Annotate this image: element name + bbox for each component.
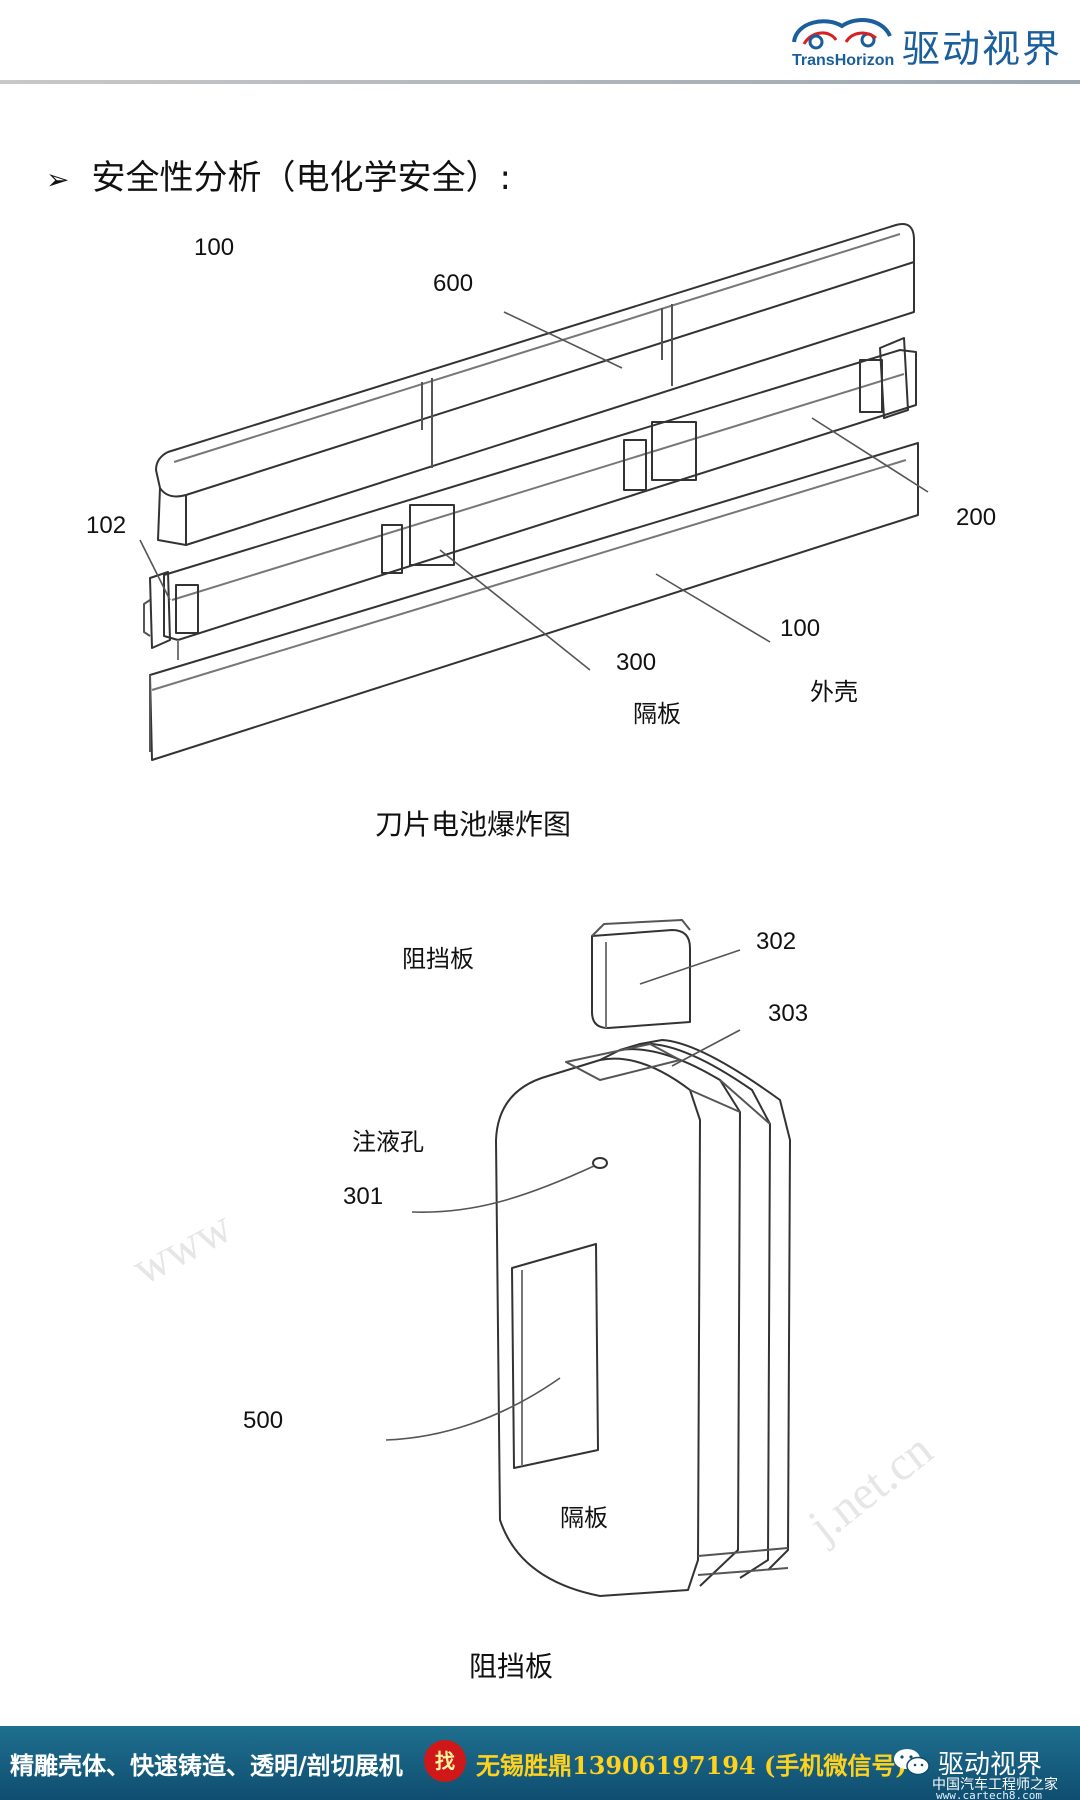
label-102: 102 (86, 512, 127, 539)
bottom-shell-100 (149, 442, 919, 761)
section-heading-text: 安全性分析（电化学安全）: (91, 158, 511, 198)
section-heading: ➢ 安全性分析（电化学安全）: (46, 150, 511, 198)
figure2-caption: 阻挡板 (469, 1650, 554, 1683)
label-shell: 外壳 (810, 679, 858, 706)
label-600: 600 (433, 270, 474, 297)
footer-banner[interactable]: 精雕壳体、快速铸造、透明/剖切展机 找 无锡胜鼎13906197194 (手机微… (0, 1726, 1080, 1800)
label-302: 302 (756, 928, 797, 955)
figure1-leader-lines (139, 311, 929, 671)
label-303: 303 (768, 1000, 809, 1027)
diagram-canvas (139, 223, 929, 1597)
label-100: 100 (780, 615, 821, 642)
find-badge: 找 (424, 1740, 466, 1782)
label-separator: 隔板 (633, 701, 681, 728)
top-cover-600 (155, 223, 915, 546)
label-300: 300 (616, 649, 657, 676)
footer-site-name: 中国汽车工程师之家 (932, 1777, 1058, 1793)
wechat-icon (894, 1749, 930, 1776)
label-301: 301 (343, 1183, 384, 1210)
label-separator-2: 隔板 (560, 1505, 608, 1532)
footer-brand: 驱动视界 (938, 1750, 1043, 1780)
footer-contact-text: 无锡胜鼎13906197194 (手机微信号) (476, 1751, 907, 1780)
label-100-top: 100 (194, 234, 235, 261)
label-baffle: 阻挡板 (402, 946, 474, 973)
label-fill-hole: 注液孔 (352, 1129, 424, 1156)
figure2-leader-lines (385, 949, 741, 1441)
footer-services-text: 精雕壳体、快速铸造、透明/剖切展机 (10, 1751, 403, 1780)
cell-core-200 (143, 337, 917, 660)
swirl-logo-icon (792, 18, 892, 50)
brand-name-cn: 驱动视界 (902, 27, 1063, 71)
figure1-caption: 刀片电池爆炸图 (375, 808, 572, 841)
brand-logo: 驱动视界 TransHorizon (786, 12, 1076, 74)
baffle-block-302 (591, 919, 691, 1029)
brand-name-en: TransHorizon (792, 52, 895, 69)
label-200: 200 (956, 504, 997, 531)
bullet-arrow-icon: ➢ (46, 163, 70, 196)
header: 驱动视界 TransHorizon (0, 0, 1080, 86)
header-divider (0, 80, 1080, 84)
footer-site-url[interactable]: www.cartech8.com (936, 1789, 1042, 1800)
label-500: 500 (243, 1407, 284, 1434)
cell-body-500 (495, 1039, 791, 1597)
